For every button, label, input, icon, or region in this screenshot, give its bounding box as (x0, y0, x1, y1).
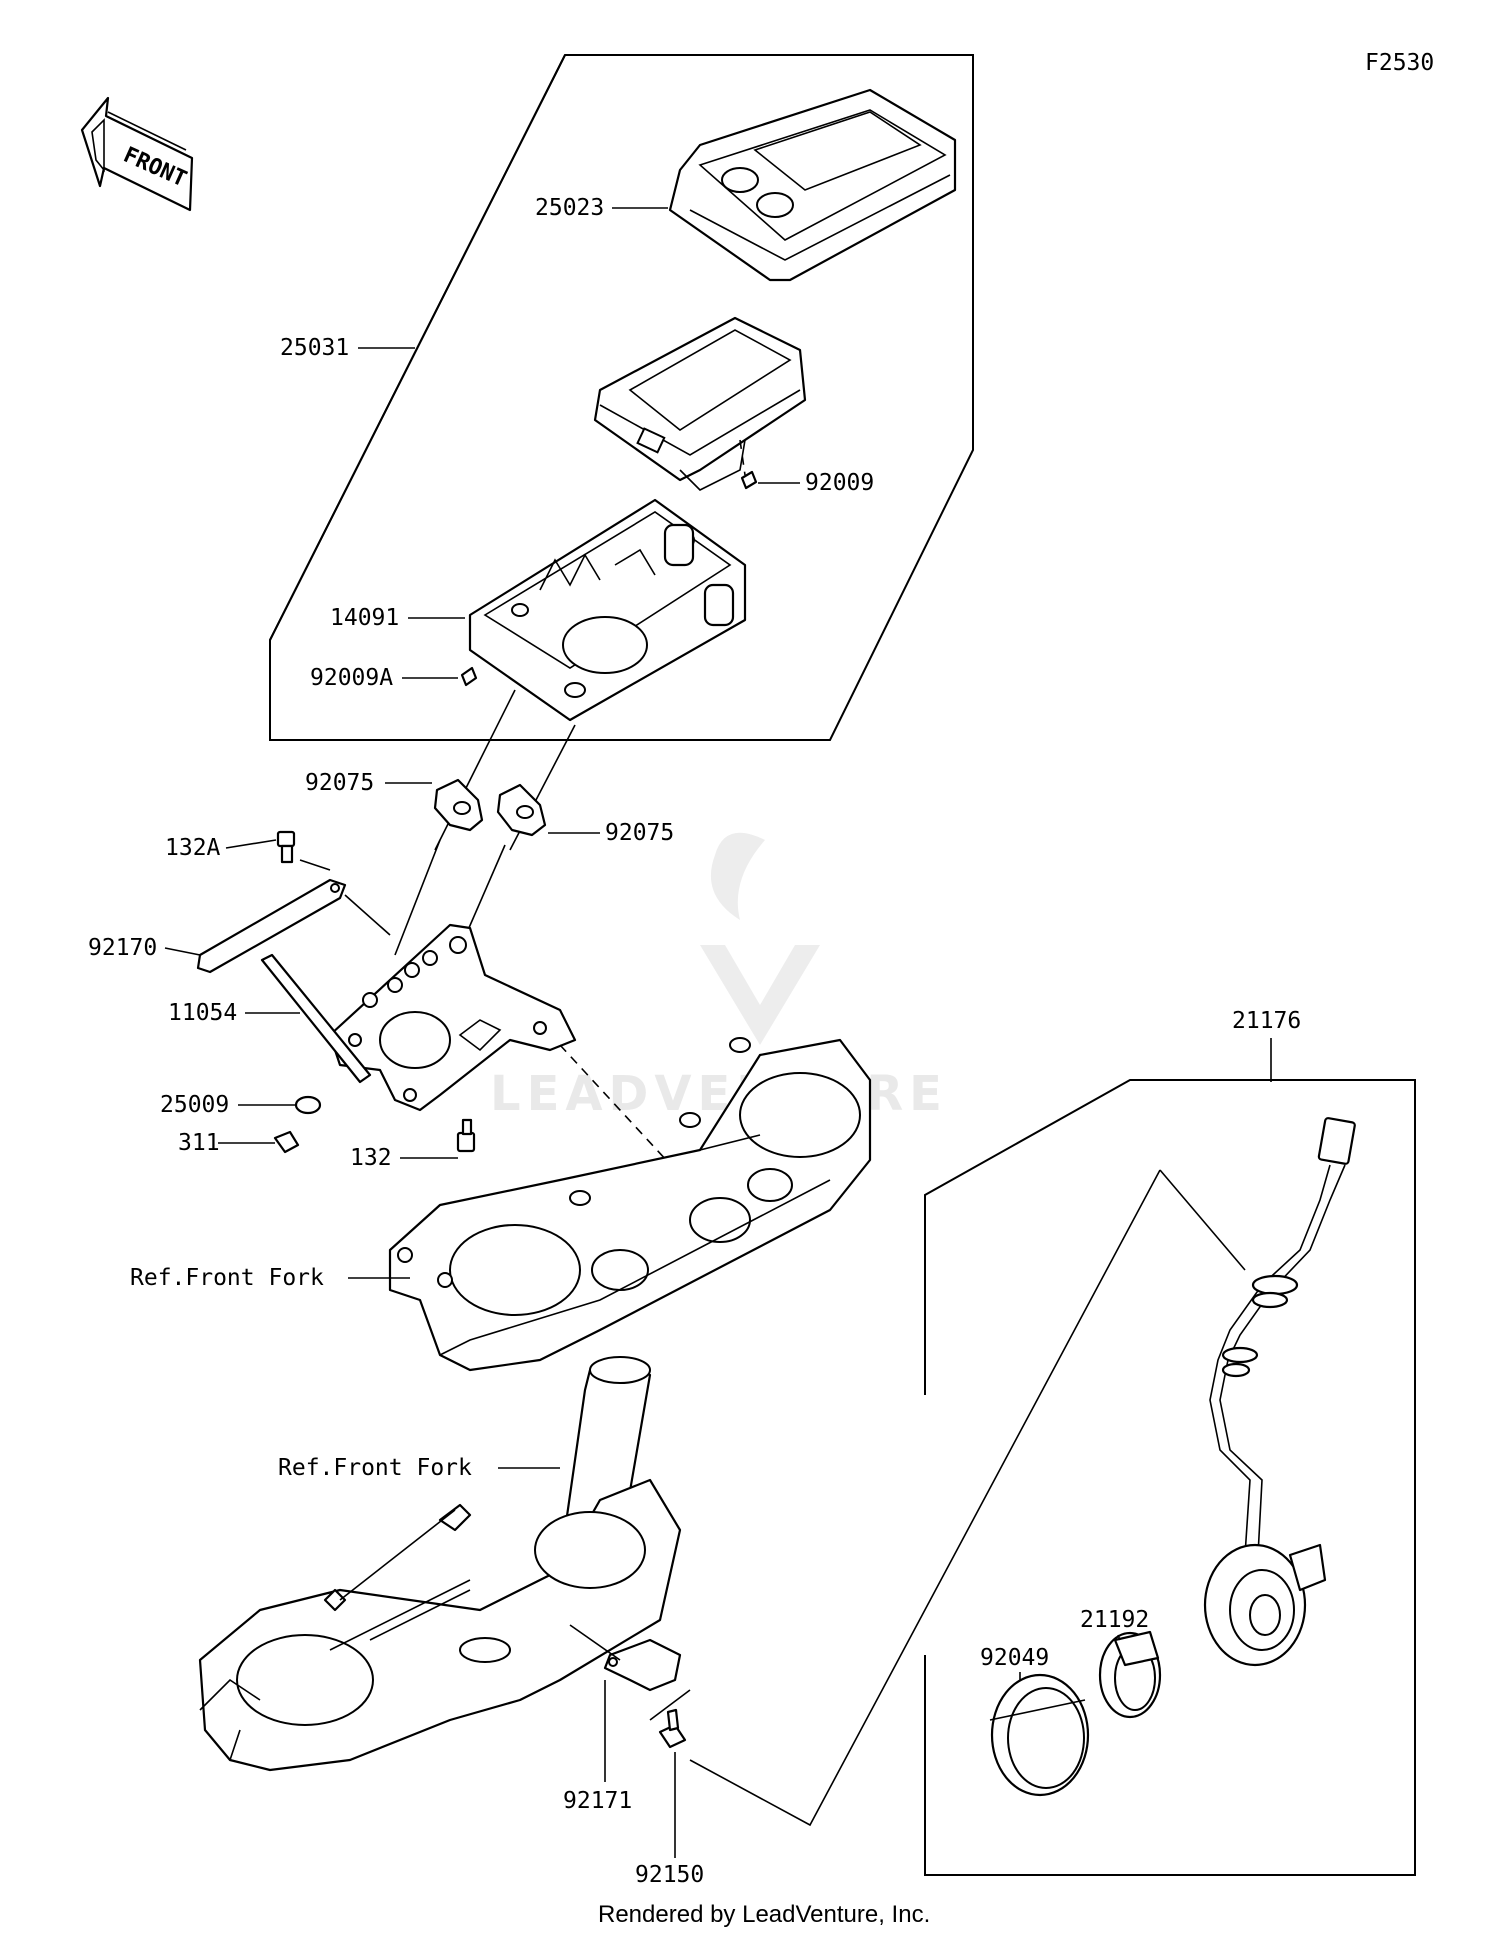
meter-body (593, 316, 807, 491)
bracket-plate-11054 (328, 923, 577, 1112)
upper-triple-clamp (388, 1037, 872, 1372)
label-group: 25023 25031 92009 14091 92009A 92075 920… (88, 195, 1301, 1888)
leader-frame-sensor (1159, 1169, 1246, 1271)
label-311: 311 (178, 1130, 220, 1156)
label-ref-front-fork-2: Ref.Front Fork (278, 1455, 472, 1481)
leader-92170 (344, 894, 391, 936)
leader-grommet-left (394, 839, 441, 956)
sensor-frame-top (924, 1079, 1260, 1395)
label-25031: 25031 (280, 335, 349, 361)
watermark: LEADVENTURE (490, 832, 948, 1122)
seal-92049 (989, 1673, 1090, 1797)
clamp-92171 (603, 1638, 682, 1692)
screw-92009 (739, 439, 758, 490)
screw-92009A (460, 666, 478, 687)
label-92009: 92009 (805, 470, 874, 496)
bolt-92150 (658, 1708, 687, 1749)
label-21192: 21192 (1080, 1607, 1149, 1633)
grommet-92075-left (433, 778, 484, 832)
diagram-code: F2530 (1365, 50, 1434, 76)
meter-frame-edge (269, 54, 566, 641)
bolt-132 (456, 1118, 476, 1153)
ring-21192 (1098, 1630, 1162, 1719)
strap-11054 (260, 953, 372, 1084)
label-21176: 21176 (1232, 1008, 1301, 1034)
label-14091: 14091 (330, 605, 399, 631)
label-11054: 11054 (168, 1000, 237, 1026)
lower-triple-clamp (198, 1356, 682, 1772)
label-92049: 92049 (980, 1645, 1049, 1671)
label-92075-left: 92075 (305, 770, 374, 796)
leader-frame-stem (689, 1169, 1161, 1827)
leader-132A (299, 859, 331, 871)
leader-stem-clamp (569, 1624, 621, 1661)
leader-clamp-bolt (649, 1689, 691, 1721)
meter-case (468, 498, 747, 722)
label-ref-front-fork-1: Ref.Front Fork (130, 1265, 324, 1291)
label-25023: 25023 (535, 195, 604, 221)
label-92075-right: 92075 (605, 820, 674, 846)
washer-25009 (294, 1095, 322, 1115)
nut-311 (273, 1130, 300, 1154)
dash-plate-to-clamp (559, 1044, 681, 1176)
band-92170 (196, 878, 347, 974)
label-92150: 92150 (635, 1862, 704, 1888)
label-92170: 92170 (88, 935, 157, 961)
label-92009A: 92009A (310, 665, 393, 691)
leader-21192 (1117, 1634, 1121, 1641)
meter-cover (668, 88, 957, 282)
label-92171: 92171 (563, 1788, 632, 1814)
label-132: 132 (350, 1145, 392, 1171)
sensor-frame (924, 1079, 1416, 1876)
label-25009: 25009 (160, 1092, 229, 1118)
bolt-132A (276, 830, 296, 864)
leader-132A-label (225, 839, 277, 849)
watermark-text: LEADVENTURE (490, 1066, 948, 1122)
label-132A: 132A (165, 835, 221, 861)
leader-92170-label (164, 947, 201, 956)
front-arrow-icon: FRONT (80, 96, 194, 212)
footer-credit: Rendered by LeadVenture, Inc. (598, 1901, 930, 1928)
sensor-21176 (1203, 1117, 1356, 1667)
grommet-92075-right (496, 783, 547, 837)
